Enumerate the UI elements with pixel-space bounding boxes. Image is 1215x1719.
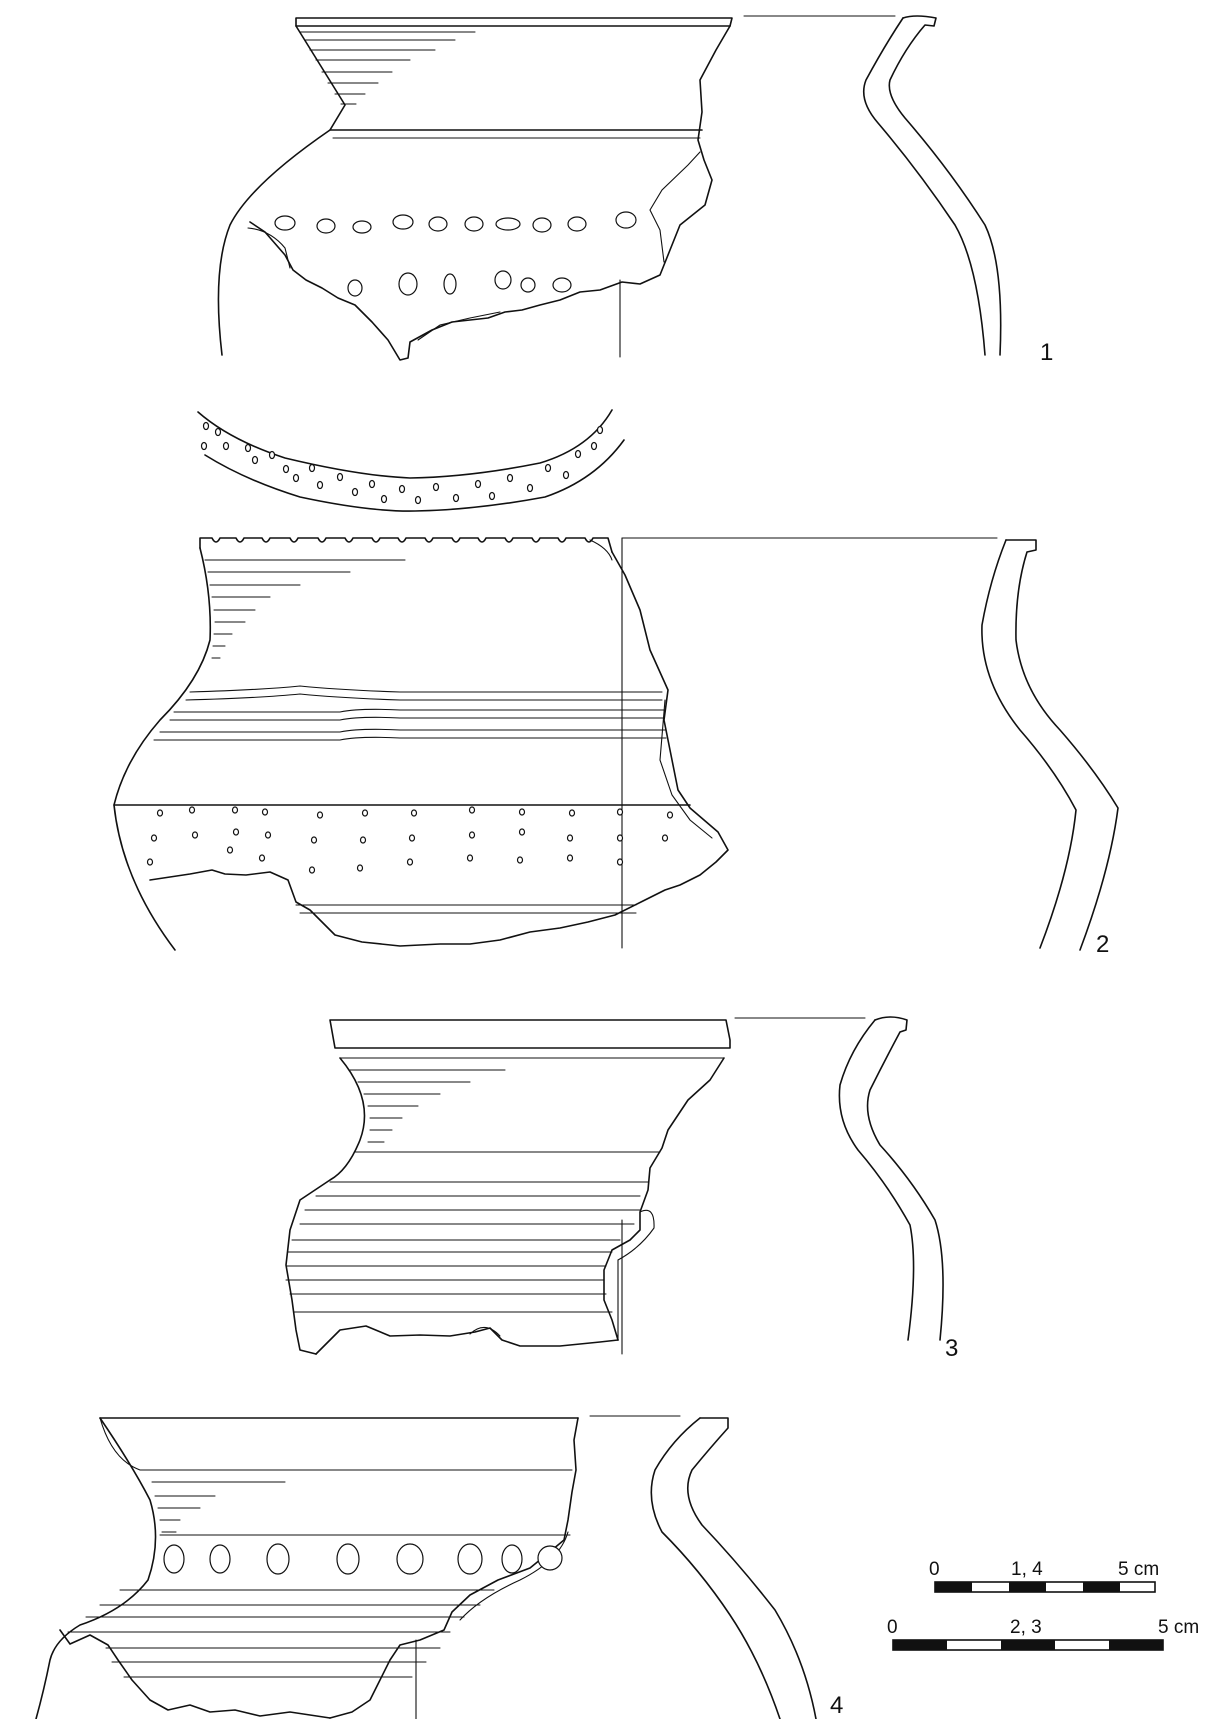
scale-bar-2-3: 0 2, 3 5 cm: [887, 1617, 1199, 1651]
scale-1-4-start-label: 0: [929, 1559, 940, 1580]
scale-2-3-start-label: 0: [887, 1617, 898, 1638]
vessel-1-profile: [743, 15, 1002, 356]
figure-number-2: 2: [1096, 931, 1109, 958]
figure-number-1: 1: [1040, 339, 1053, 366]
scale-1-4-mid-label: 1, 4: [1011, 1559, 1043, 1580]
vessel-1-exterior: [217, 17, 733, 361]
vessel-2-exterior: [113, 537, 729, 951]
vessel-2: 2: [113, 409, 1119, 958]
vessel-4: 4: [35, 1415, 843, 1719]
vessel-3: 3: [285, 1016, 958, 1362]
vessel-2-profile: [621, 537, 1119, 951]
vessel-1: 1: [217, 15, 1053, 366]
figure-number-3: 3: [945, 1335, 958, 1362]
vessel-3-profile: [734, 1016, 944, 1341]
scale-1-4-end-label: 5 cm: [1118, 1559, 1159, 1580]
figure-number-4: 4: [830, 1692, 843, 1719]
scale-bar-1-4: 0 1, 4 5 cm: [929, 1559, 1159, 1593]
vessel-2-rim-top-view: [197, 409, 625, 512]
vessel-4-exterior: [35, 1417, 579, 1719]
vessel-3-exterior: [285, 1019, 731, 1355]
scale-2-3-mid-label: 2, 3: [1010, 1617, 1042, 1638]
scale-2-3-end-label: 5 cm: [1158, 1617, 1199, 1638]
vessel-4-profile: [589, 1415, 817, 1719]
